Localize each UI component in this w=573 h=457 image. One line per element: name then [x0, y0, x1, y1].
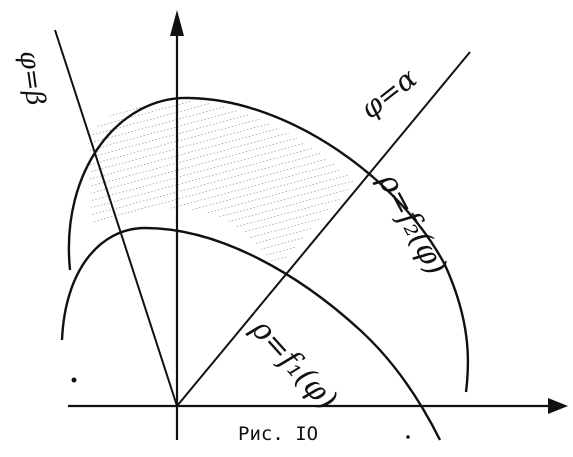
- figure-caption: Рис. IO: [238, 423, 318, 445]
- label-ray-alpha: φ=α: [354, 61, 423, 125]
- x-axis-arrow: [548, 398, 568, 414]
- curve-outer: [67, 96, 470, 393]
- ray-beta: [54, 29, 178, 407]
- label-ray-beta: φ=β: [13, 49, 50, 108]
- label-curve-inner: ρ=f₁(φ): [243, 311, 344, 417]
- label-curve-outer: ρ=f₂(φ): [370, 166, 453, 281]
- ray-alpha: [176, 51, 471, 407]
- stray-dot: [406, 435, 410, 439]
- curve-inner: [60, 226, 442, 441]
- shaded-region: [88, 99, 355, 268]
- stray-dot: [71, 377, 77, 383]
- y-axis-arrow: [170, 10, 184, 36]
